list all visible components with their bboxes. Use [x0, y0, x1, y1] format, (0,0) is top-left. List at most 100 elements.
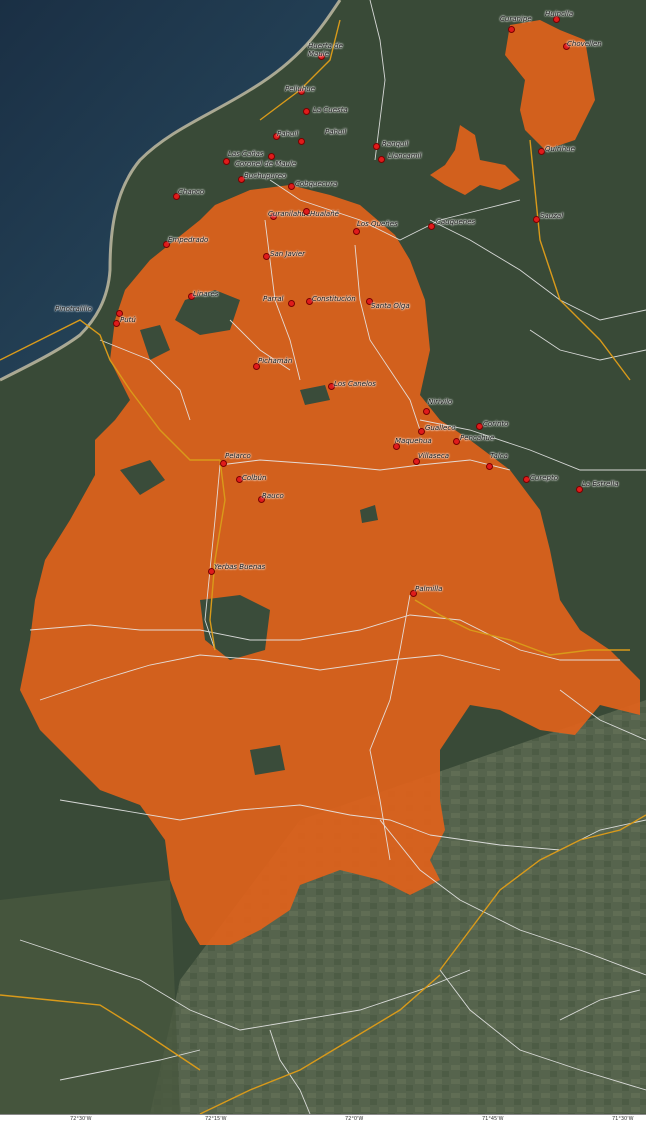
town-label: La Estrella [582, 480, 619, 488]
town-marker[interactable] [409, 589, 417, 597]
town-label: Chovellen [567, 40, 602, 48]
town-label: Parral [263, 295, 284, 303]
town-marker[interactable] [252, 362, 260, 370]
town-marker[interactable] [219, 459, 227, 467]
town-label: Curanilahue [268, 210, 311, 218]
town-label: Linares [193, 290, 219, 298]
town-label: Maquehua [395, 437, 432, 445]
longitude-tick: 72°0'W [345, 1116, 364, 1122]
town-marker[interactable] [475, 422, 483, 430]
burn-area-north [505, 20, 595, 150]
town-label: Buchupureo [244, 172, 287, 180]
pacific-ocean [0, 0, 340, 380]
town-marker[interactable] [257, 495, 265, 503]
town-label: Pichamán [258, 357, 293, 365]
town-marker[interactable] [262, 252, 270, 260]
town-label: Pelluhue [285, 85, 316, 93]
town-label: Corinto [483, 420, 509, 428]
town-marker[interactable] [302, 207, 310, 215]
town-label: La Cuesta [313, 106, 348, 114]
town-marker[interactable] [207, 567, 215, 575]
town-marker[interactable] [377, 155, 385, 163]
farmland-area [150, 700, 646, 1114]
town-marker[interactable] [115, 309, 123, 317]
town-label: Nirivilo [428, 398, 453, 406]
highway-network [0, 19, 646, 1115]
town-marker[interactable] [302, 107, 310, 115]
town-label: Pahuil [277, 130, 299, 138]
town-label: Pahuil [325, 128, 347, 136]
town-marker[interactable] [162, 240, 170, 248]
town-label: Rauco [262, 492, 284, 500]
town-label: Villaseca [418, 452, 450, 460]
town-label: Pencahue [460, 434, 495, 442]
town-marker[interactable] [237, 175, 245, 183]
town-marker[interactable] [317, 52, 325, 60]
town-marker[interactable] [507, 25, 515, 33]
town-label: Quirihue [545, 145, 575, 153]
town-marker[interactable] [575, 485, 583, 493]
coordinate-scale-bar: 72°30'W 72°15'W 72°0'W 71°45'W 71°30'W [0, 1114, 646, 1124]
town-label: Coronel de Maule [235, 160, 297, 168]
town-marker[interactable] [352, 227, 360, 235]
town-marker[interactable] [172, 192, 180, 200]
town-marker[interactable] [297, 87, 305, 95]
town-label: Los Queñes [357, 220, 398, 228]
town-marker[interactable] [427, 222, 435, 230]
town-marker[interactable] [269, 212, 277, 220]
town-marker[interactable] [187, 292, 195, 300]
town-label: Santa Olga [371, 302, 410, 310]
town-marker[interactable] [267, 152, 275, 160]
town-marker[interactable] [537, 147, 545, 155]
town-label: Gualleco [425, 424, 456, 432]
town-marker[interactable] [485, 462, 493, 470]
town-marker[interactable] [287, 299, 295, 307]
town-marker[interactable] [297, 137, 305, 145]
town-marker[interactable] [287, 182, 295, 190]
town-label: Talca [490, 452, 508, 460]
town-label: Cobquecura [295, 180, 338, 188]
town-marker[interactable] [417, 427, 425, 435]
town-marker[interactable] [422, 407, 430, 415]
town-marker[interactable] [552, 15, 560, 23]
coastline [0, 0, 342, 382]
coastal-forest-south [0, 880, 180, 1114]
town-label: Pinotralillo [55, 305, 92, 313]
town-label: Hualañé [310, 210, 339, 218]
town-label: Huerta de Maule [308, 42, 343, 58]
town-label: Yerbas Buenas [214, 563, 266, 571]
town-marker[interactable] [392, 442, 400, 450]
town-label: Curanipe [500, 15, 532, 23]
town-marker[interactable] [372, 142, 380, 150]
burn-area-northeast-patch [430, 125, 520, 195]
town-marker[interactable] [112, 319, 120, 327]
town-marker[interactable] [272, 132, 280, 140]
town-label: Empedrado [168, 236, 209, 244]
town-label: Llancamil [388, 152, 422, 160]
town-label: Colbún [242, 474, 267, 482]
town-marker[interactable] [327, 382, 335, 390]
town-label: San Javier [270, 250, 306, 258]
burn-area-main [20, 185, 640, 945]
longitude-tick: 72°30'W [70, 1116, 92, 1122]
town-label: Huinclla [545, 10, 574, 18]
town-marker[interactable] [522, 475, 530, 483]
town-label: Las Cañas [228, 150, 264, 158]
town-marker[interactable] [452, 437, 460, 445]
town-marker[interactable] [305, 297, 313, 305]
road-network [19, 0, 646, 1115]
town-marker[interactable] [365, 297, 373, 305]
town-marker[interactable] [412, 457, 420, 465]
town-marker[interactable] [235, 475, 243, 483]
longitude-tick: 71°30'W [612, 1116, 634, 1122]
town-marker[interactable] [562, 42, 570, 50]
town-label: Pelarco [225, 452, 251, 460]
unburned-patches [120, 290, 378, 775]
town-label: Constitución [312, 295, 356, 303]
town-label: Cauquenes [436, 218, 476, 226]
town-label: Palmilla [415, 585, 443, 593]
town-marker[interactable] [222, 157, 230, 165]
town-marker[interactable] [532, 215, 540, 223]
